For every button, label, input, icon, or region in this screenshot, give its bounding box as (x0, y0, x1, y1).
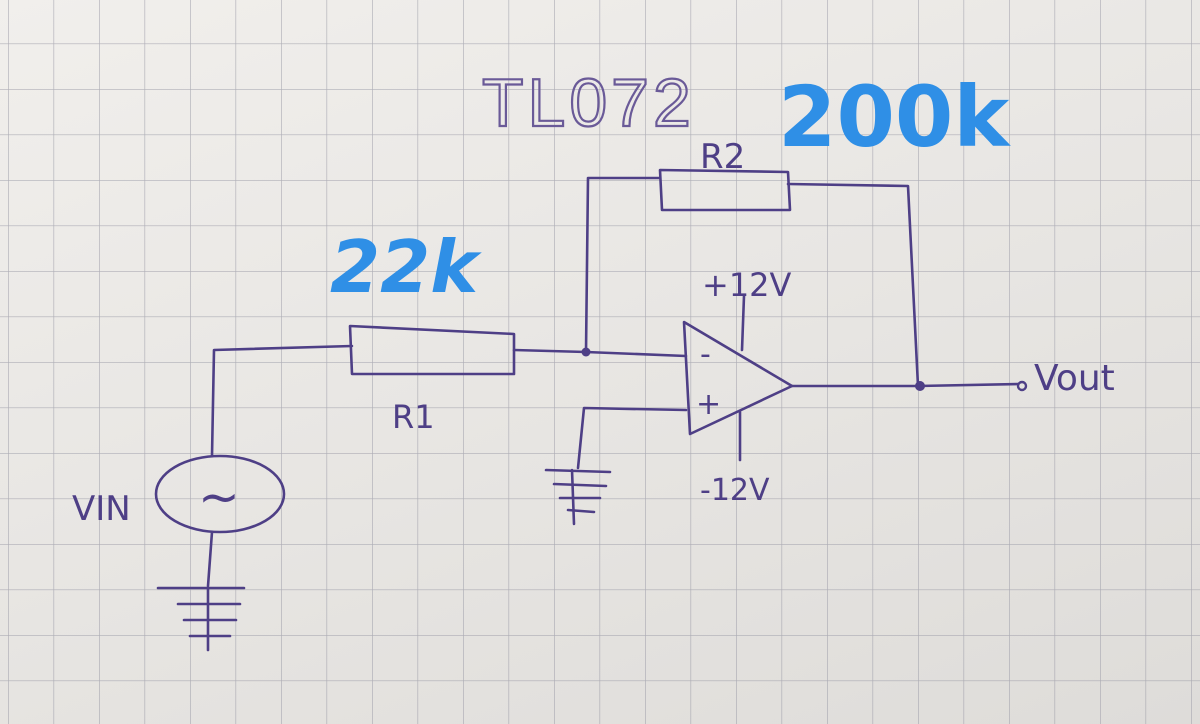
ground-symbol-source (156, 586, 246, 652)
r2-value-label: 200k (778, 68, 1011, 166)
inverting-input-sign: - (700, 337, 711, 372)
positive-supply-pin (740, 294, 746, 352)
noninverting-input-sign: + (696, 387, 721, 422)
feedback-wire-left (584, 176, 662, 354)
noninverting-ground-wire (576, 406, 688, 470)
op-amp-symbol (682, 320, 794, 436)
r1-resistor (348, 324, 516, 376)
ac-source-wave: ~ (198, 468, 240, 526)
r1-to-node-wire (512, 348, 588, 354)
output-junction (915, 381, 925, 391)
source-ground-wire (206, 530, 214, 588)
output-terminal (1016, 380, 1028, 392)
output-voltage-label: Vout (1034, 358, 1115, 399)
feedback-wire-right (786, 182, 920, 388)
r2-resistor (658, 168, 792, 212)
r1-value-label: 22k (330, 225, 482, 309)
ground-symbol-opamp (544, 468, 612, 526)
ac-source-symbol (154, 454, 286, 534)
chip-label: TL072 (482, 65, 695, 141)
input-wire (210, 344, 354, 458)
r1-label: R1 (392, 398, 435, 436)
input-voltage-label: VIN (72, 489, 131, 529)
negative-supply-label: -12V (700, 473, 770, 508)
inverting-input-wire (584, 350, 688, 358)
positive-supply-label: +12V (702, 266, 792, 304)
